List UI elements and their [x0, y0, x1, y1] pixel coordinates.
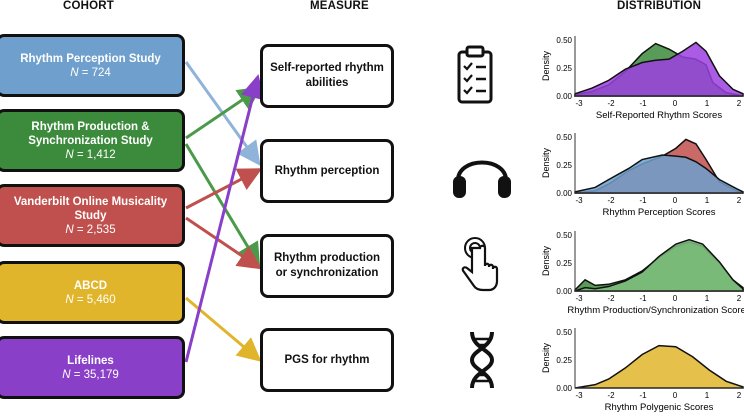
y-tick-label: 0.50 — [556, 133, 572, 142]
x-tick-label: 1 — [705, 391, 710, 400]
cohort-name: Rhythm Production & Synchronization Stud… — [28, 120, 153, 147]
arrow-lifelines-to-self-report — [184, 74, 265, 363]
x-tick-label: 0 — [673, 391, 678, 400]
cohort-abcd: ABCD N = 5,460 — [0, 261, 185, 324]
y-tick-label: 0.25 — [556, 161, 572, 170]
x-tick-label: -3 — [575, 196, 583, 205]
x-tick-label: 2 — [737, 391, 742, 400]
x-tick-label: 0 — [673, 294, 678, 303]
y-tick-label: 0.25 — [556, 356, 572, 365]
x-tick-label: -1 — [639, 196, 647, 205]
x-tick-label: -3 — [575, 294, 583, 303]
x-tick-label: 2 — [737, 294, 742, 303]
x-tick-label: -2 — [607, 99, 615, 108]
cohort-sample-size: N = 5,460 — [65, 293, 116, 306]
y-tick-label: 0.50 — [556, 231, 572, 240]
measure-rhythm-perception: Rhythm perception — [260, 139, 394, 203]
cohort-lifelines: Lifelines N = 35,179 — [0, 336, 185, 399]
cohort-rhythm-production-synchronization-study: Rhythm Production & Synchronization Stud… — [0, 109, 185, 172]
y-tick-label: 0.50 — [556, 36, 572, 45]
x-tick-label: -1 — [639, 99, 647, 108]
arrow-rps-to-perception — [184, 61, 261, 166]
x-tick-label: -1 — [639, 391, 647, 400]
arrow-voms-to-perception — [185, 168, 263, 210]
cohort-name: Lifelines — [67, 354, 114, 367]
density-curve — [574, 344, 744, 389]
x-tick-label: -3 — [575, 99, 583, 108]
clipboard-checklist-icon — [457, 45, 493, 104]
y-tick-label: 0.25 — [556, 64, 572, 73]
x-tick-label: -3 — [575, 391, 583, 400]
cohort-name: Rhythm Perception Study — [20, 52, 161, 65]
arrow-rpss-to-production — [184, 143, 261, 268]
x-tick-label: -1 — [639, 294, 647, 303]
cohort-sample-size: N = 35,179 — [62, 368, 119, 381]
plot-title: Rhythm Perception Scores — [603, 207, 716, 218]
axis-lines — [574, 133, 743, 194]
y-tick-label: 0.00 — [556, 92, 572, 101]
x-tick-label: 1 — [705, 99, 710, 108]
y-axis-label: Density — [541, 245, 551, 276]
x-tick-label: 1 — [705, 196, 710, 205]
plot-title: Rhythm Polygenic Scores — [605, 402, 714, 413]
measure-rhythm-production: Rhythm production or synchronization — [260, 234, 394, 298]
x-tick-label: 1 — [705, 294, 710, 303]
density-curve — [574, 154, 744, 194]
x-tick-label: -2 — [607, 294, 615, 303]
cohort-vanderbilt-online-musicality-study: Vanderbilt Online Musicality Study N = 2… — [0, 184, 185, 247]
y-tick-label: 0.25 — [556, 259, 572, 268]
y-axis-label: Density — [541, 342, 551, 373]
density-panel: 0.00 0.25 0.50 -3 -2 -1 0 1 2 DensitySelf-Reporte… — [541, 36, 744, 121]
y-tick-label: 0.50 — [556, 328, 572, 337]
cohort-sample-size: N = 724 — [70, 66, 111, 79]
axis-lines — [574, 231, 743, 292]
cohort-name: ABCD — [73, 279, 108, 292]
dna-icon — [469, 331, 495, 389]
density-curve — [574, 41, 744, 97]
axis-lines — [574, 328, 743, 389]
distribution-header: DISTRIBUTION — [617, 0, 702, 12]
y-axis-label: Density — [541, 147, 551, 178]
cohort-sample-size: N = 1,412 — [65, 148, 116, 161]
y-tick-label: 0.00 — [556, 189, 572, 198]
arrow-abcd-to-pgs — [185, 296, 262, 362]
x-tick-label: -2 — [607, 196, 615, 205]
y-axis-label: Density — [541, 50, 551, 81]
x-tick-label: 0 — [673, 99, 678, 108]
axis-lines — [574, 36, 743, 97]
x-tick-label: 2 — [737, 196, 742, 205]
headphones-icon — [453, 160, 511, 198]
measure-header: MEASURE — [310, 0, 369, 12]
arrow-voms-to-production — [185, 216, 262, 270]
y-tick-label: 0.00 — [556, 287, 572, 296]
density-curve — [574, 238, 744, 292]
cohort-sample-size: N = 2,535 — [65, 223, 116, 236]
cohort-header: COHORT — [63, 0, 115, 12]
finger-tap-icon — [461, 237, 499, 292]
cohort-name: Vanderbilt Online Musicality Study — [13, 195, 168, 222]
cohort-rhythm-perception-study: Rhythm Perception Study N = 724 — [0, 34, 185, 97]
plot-title: Rhythm Production/Synchronization Scores — [567, 305, 744, 316]
measure-pgs: PGS for rhythm — [260, 328, 394, 392]
x-tick-label: 0 — [673, 196, 678, 205]
plot-title: Self-Reported Rhythm Scores — [596, 110, 722, 121]
y-tick-label: 0.00 — [556, 384, 572, 393]
x-tick-label: -2 — [607, 391, 615, 400]
x-tick-label: 2 — [737, 99, 742, 108]
measure-self-reported: Self-reported rhythm abilities — [260, 44, 394, 108]
